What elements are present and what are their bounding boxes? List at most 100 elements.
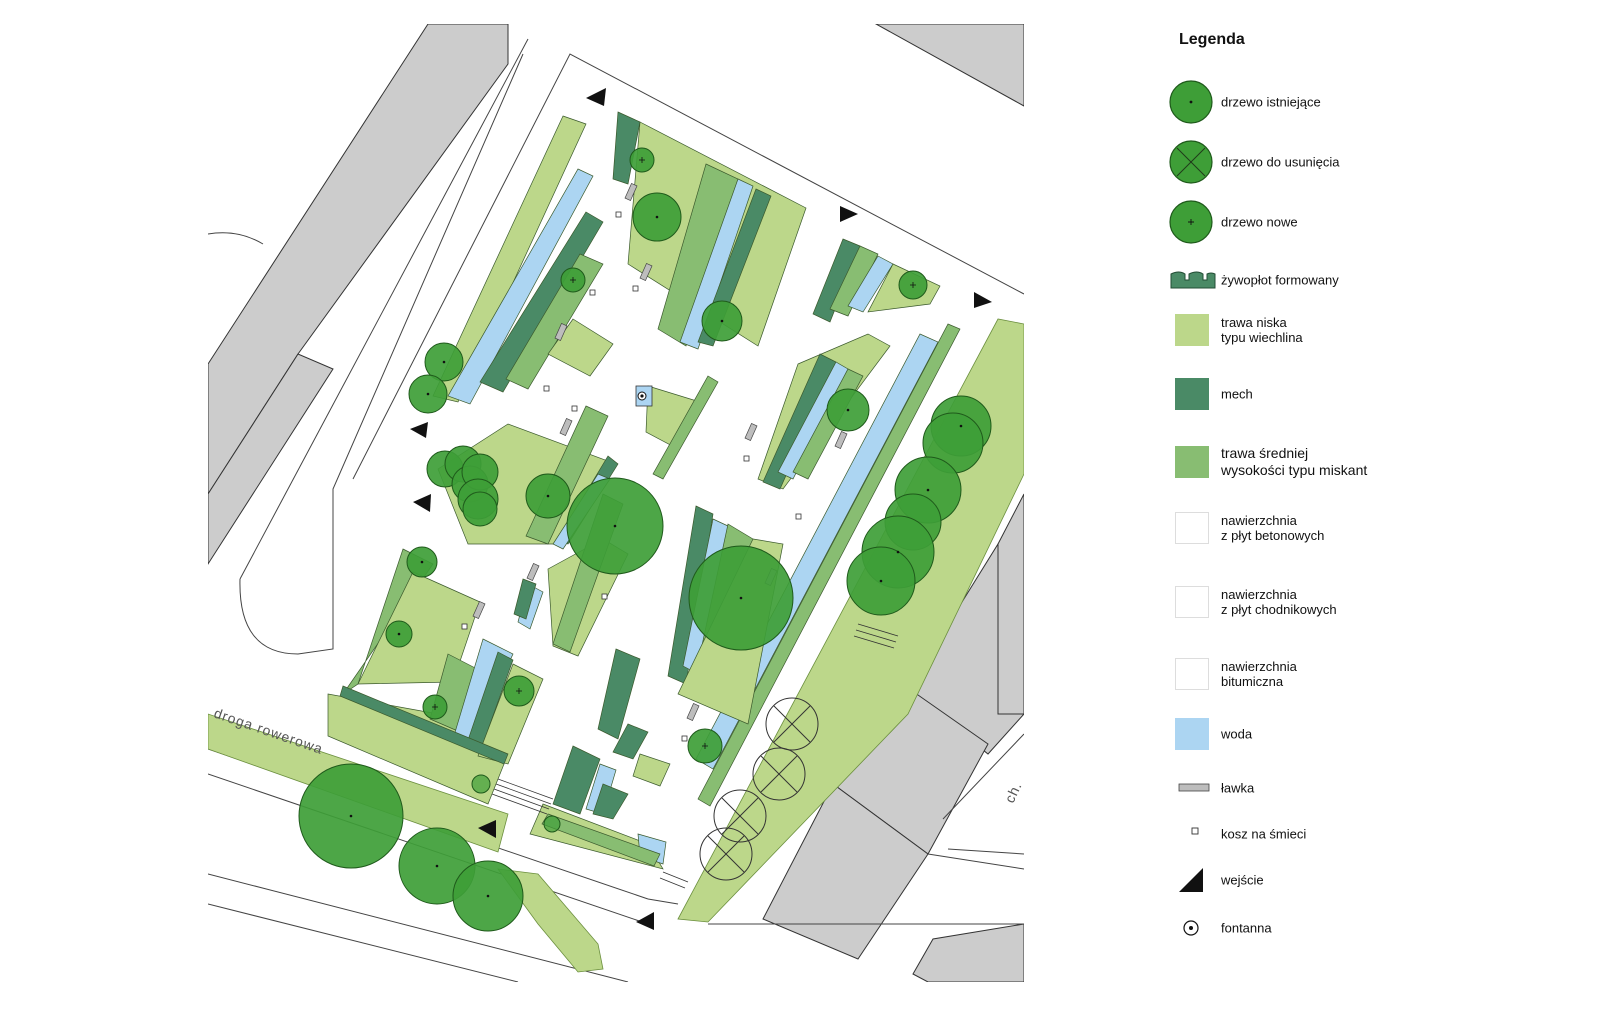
garden-nw-low: [547, 318, 614, 377]
entrances: [410, 88, 992, 930]
tree-plus-icon: [1169, 200, 1213, 244]
legend-label: nawierzchnia bitumiczna: [1221, 659, 1297, 689]
legend-label: woda: [1221, 726, 1253, 742]
legend-label: nawierzchnia z płyt chodnikowych: [1221, 587, 1337, 617]
garden-sc-low: [632, 753, 671, 787]
tree-small: [543, 815, 561, 833]
trees-to-remove: [699, 697, 819, 881]
legend-item-bin: kosz na śmieci: [1165, 804, 1565, 864]
entrance-arrow: [974, 292, 992, 308]
entrance-arrow: [636, 912, 654, 930]
bin: [615, 211, 622, 218]
swatch-pavement-icon: [1175, 586, 1209, 618]
bin: [601, 593, 608, 600]
garden-centre-mid: [652, 375, 719, 480]
entrance-arrow: [586, 88, 606, 106]
bin: [571, 405, 578, 412]
garden-sc-moss1: [597, 648, 641, 740]
entrance-arrow: [478, 820, 496, 838]
bench: [834, 431, 848, 449]
garden-ne-mid: [829, 245, 879, 317]
legend-label: nawierzchnia z płyt betonowych: [1221, 513, 1325, 543]
tree-small: [471, 774, 491, 794]
bench: [554, 323, 568, 341]
swatch-asphalt-icon: [1175, 658, 1209, 690]
building-east-far: [997, 493, 1024, 715]
garden-n-mid: [657, 163, 739, 347]
garden-sc-moss4: [592, 783, 629, 820]
legend-item-fountain: fontanna: [1165, 898, 1565, 958]
garden-sw-hedge-row: [339, 685, 509, 765]
fountain-icon: [1183, 920, 1199, 936]
legend-title: Legenda: [1179, 31, 1245, 48]
legend-label: drzewo nowe: [1221, 214, 1298, 230]
fountain: [635, 385, 653, 407]
legend-label: trawa niska typu wiechlina: [1221, 315, 1303, 345]
garden-nw-grass: [432, 115, 587, 403]
legend-item-hedge: żywopłot formowany: [1165, 250, 1565, 310]
legend-label: wejście: [1221, 872, 1264, 888]
bench: [744, 423, 758, 441]
bin-icon: [1191, 827, 1199, 835]
bin: [543, 385, 550, 392]
legend-label: fontanna: [1221, 920, 1272, 936]
bin: [681, 735, 688, 742]
legend-label: mech: [1221, 386, 1253, 402]
swatch-water-icon: [1175, 718, 1209, 750]
legend-item-entrance: wejście: [1165, 850, 1565, 910]
bench: [526, 563, 540, 581]
legend-item-bench: ławka: [1165, 758, 1565, 818]
hedge-icon: [1170, 271, 1216, 289]
bench: [639, 263, 653, 281]
building-west: [208, 353, 334, 565]
building-north: [874, 24, 1024, 107]
legend-item-grass-mid: trawa średniej wysokości typu miskant: [1165, 432, 1565, 492]
surrounding-buildings: [208, 24, 1024, 982]
bin: [589, 289, 596, 296]
bench: [559, 418, 573, 436]
bike-path-south: [497, 868, 604, 973]
bin: [795, 513, 802, 520]
swatch-grass-mid-icon: [1175, 446, 1209, 478]
garden-c-moss: [513, 578, 537, 620]
tree-markers: [349, 215, 963, 898]
swatch-moss-icon: [1175, 378, 1209, 410]
bench: [472, 601, 486, 619]
legend-item-concrete: nawierzchnia z płyt betonowych: [1165, 498, 1565, 558]
garden-sc-moss3: [552, 745, 601, 815]
legend-item-pavement: nawierzchnia z płyt chodnikowych: [1165, 572, 1565, 632]
site-lines: [208, 38, 1024, 982]
garden-n-water: [679, 178, 754, 350]
legend-label: żywopłot formowany: [1221, 272, 1339, 288]
tree-new-crosses: [432, 157, 916, 749]
legend-item-tree-remove: drzewo do usunięcia: [1165, 132, 1565, 192]
tree-cross-icon: [1169, 140, 1213, 184]
swatch-concrete-icon: [1175, 512, 1209, 544]
entrance-arrow-icon: [1179, 868, 1203, 892]
legend-label: drzewo istniejące: [1221, 94, 1321, 110]
legend-label: trawa średniej wysokości typu miskant: [1221, 445, 1368, 478]
legend-item-existing-tree: drzewo istniejące: [1165, 72, 1565, 132]
entrance-arrow: [410, 422, 428, 438]
garden-ne-water: [847, 255, 894, 313]
building-southeast: [912, 923, 1024, 982]
garden-nw-moss: [479, 211, 604, 393]
stair-lines: [491, 623, 899, 889]
garden-sc-mid: [541, 813, 661, 867]
legend-label: ławka: [1221, 780, 1255, 796]
garden-ne-moss: [812, 238, 861, 323]
garden-east-channel-grass: [697, 323, 961, 807]
bench: [624, 183, 638, 201]
legend-label: kosz na śmieci: [1221, 826, 1307, 842]
tree-remove: [752, 747, 806, 801]
legend-item-water: woda: [1165, 704, 1565, 764]
bench-icon: [1178, 783, 1210, 792]
legend-item-tree-new: drzewo nowe: [1165, 192, 1565, 252]
legend-panel: Legenda drzewo istniejące drzewo do usun…: [1165, 28, 1565, 988]
garden-me-moss: [762, 353, 837, 490]
bin: [461, 623, 468, 630]
entrance-arrow: [413, 494, 431, 512]
bin: [632, 285, 639, 292]
legend-item-grass-low: trawa niska typu wiechlina: [1165, 300, 1565, 360]
benches: [472, 183, 848, 721]
